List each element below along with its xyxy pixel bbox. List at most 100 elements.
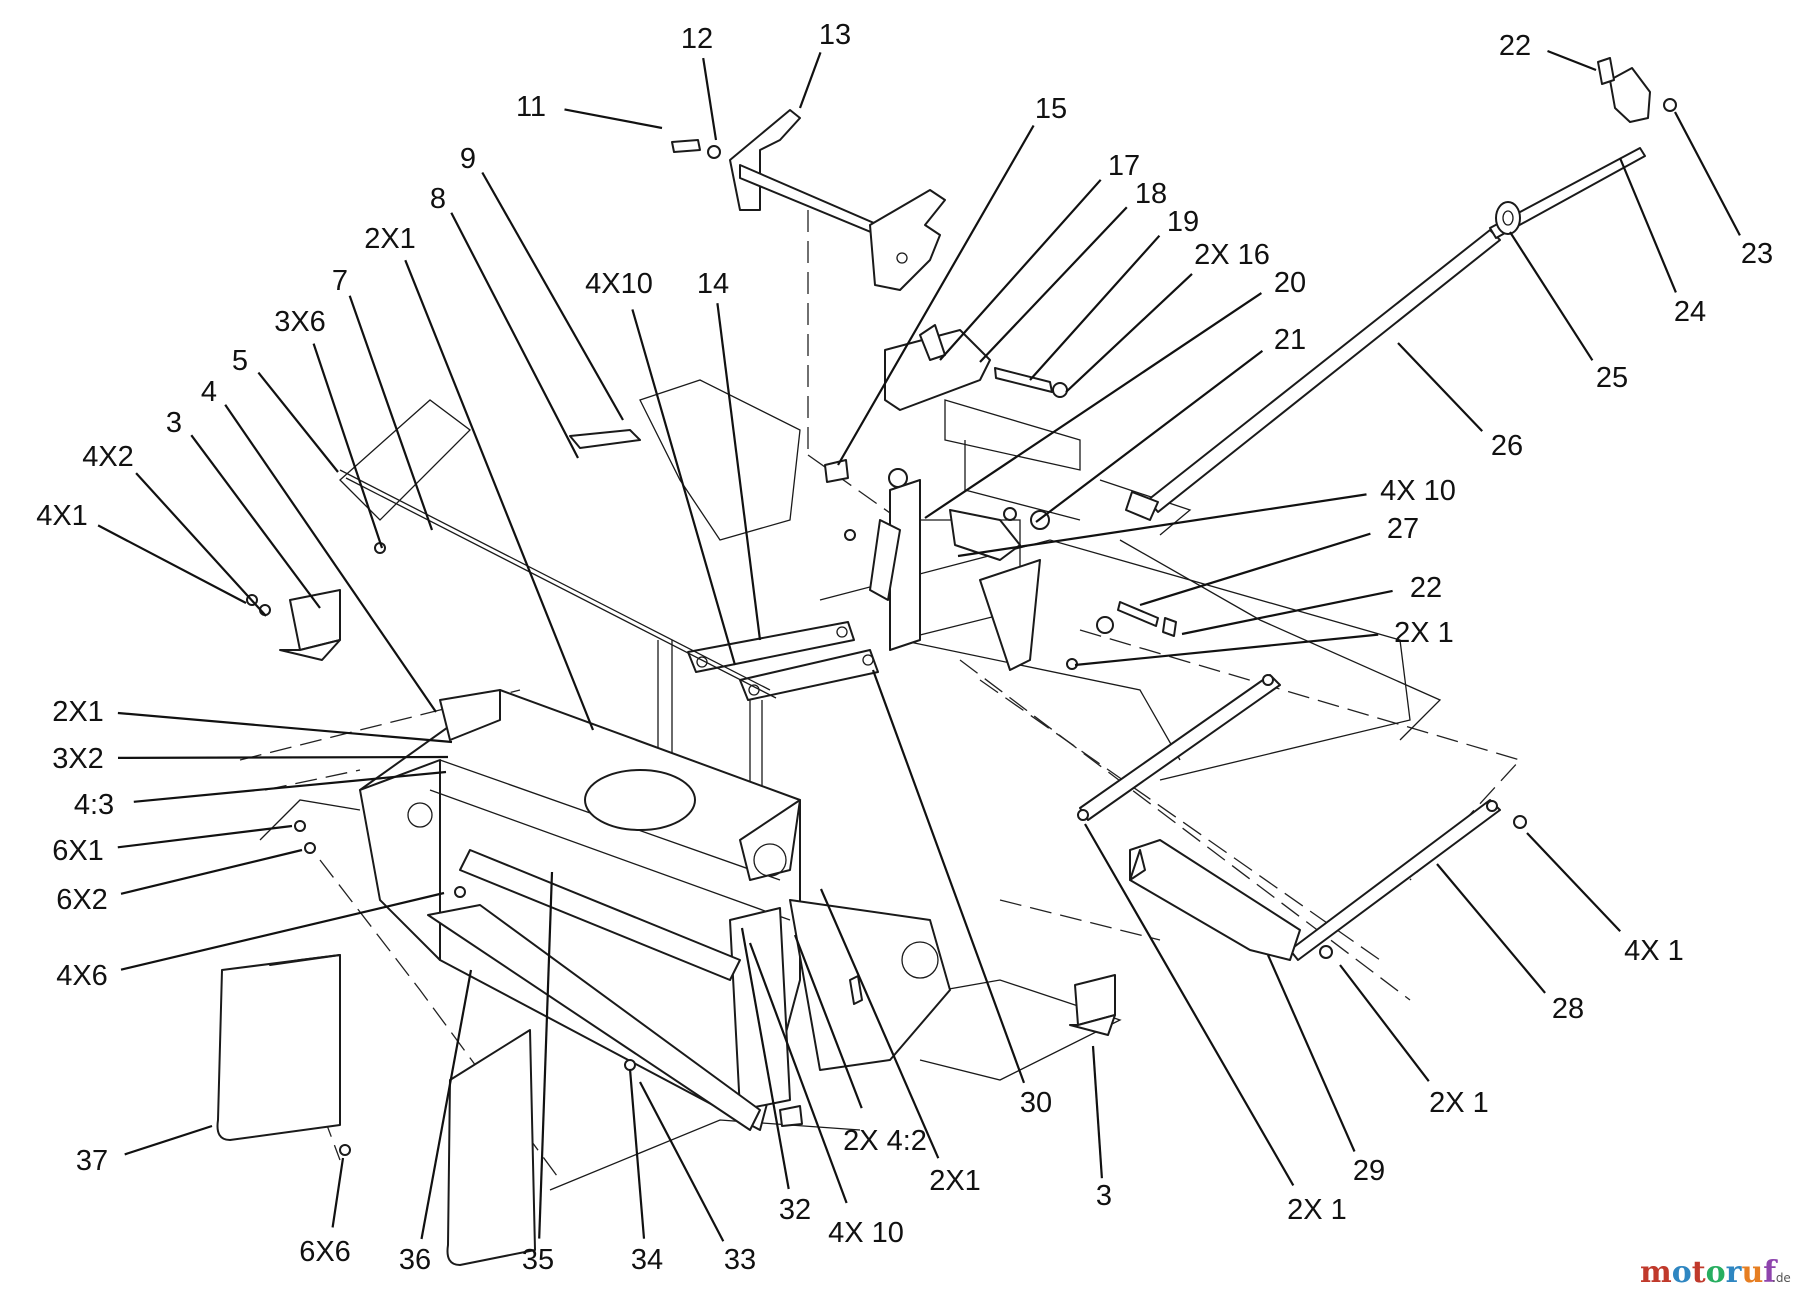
part-callout-label: 36 (399, 1244, 431, 1276)
leader-line (748, 942, 848, 1204)
leader-line (837, 124, 1035, 466)
part-callout-label: 34 (631, 1244, 663, 1276)
part-callout-label: 21 (1274, 324, 1306, 356)
leader-line (1091, 1045, 1103, 1179)
part-callout-label: 4X2 (82, 441, 134, 473)
part-callout-label: 4X 10 (828, 1217, 904, 1249)
part-callout-label: 25 (1596, 362, 1628, 394)
part-callout-label: 4X 10 (1380, 475, 1456, 507)
part-callout-label: 8 (430, 183, 446, 215)
part-callout-label: 15 (1035, 93, 1067, 125)
part-callout-label: 5 (232, 345, 248, 377)
leader-line (117, 755, 449, 760)
part-callout-label: 17 (1108, 150, 1140, 182)
leader-line (133, 770, 447, 803)
leader-line (1181, 589, 1393, 636)
part-callout-label: 26 (1491, 430, 1523, 462)
leader-line (819, 888, 940, 1159)
watermark-logo: motoruf .de (1640, 1255, 1791, 1290)
leader-line (120, 891, 445, 971)
part-callout-label: 2X 16 (1194, 239, 1270, 271)
part-callout-label: 35 (522, 1244, 554, 1276)
part-callout-label: 6X2 (56, 884, 108, 916)
part-callout-label: 2X1 (364, 223, 416, 255)
part-callout-label: 3 (1096, 1180, 1112, 1212)
part-callout-label: 27 (1387, 513, 1419, 545)
leader-line (1674, 111, 1741, 236)
part-callout-label: 14 (697, 268, 729, 300)
logo-letter-t: t (1692, 1255, 1706, 1290)
skid-shoes (216, 589, 1116, 1266)
part-callout-label: 2X 4:2 (843, 1125, 927, 1157)
part-callout-label: 13 (819, 19, 851, 51)
part-callout-label: 2X1 (52, 696, 104, 728)
leader-line (135, 472, 267, 617)
leader-line (117, 824, 293, 849)
leader-line (1547, 49, 1597, 72)
leader-line (1084, 823, 1295, 1186)
part-callout-label: 28 (1552, 993, 1584, 1025)
leader-line (957, 493, 1367, 558)
leader-line (538, 871, 554, 1239)
part-callout-label: 6X1 (52, 835, 104, 867)
leader-line (1618, 157, 1677, 293)
leader-line (1526, 832, 1621, 933)
leader-line (97, 524, 247, 604)
part-callout-label: 4X6 (56, 960, 108, 992)
leader-line (793, 934, 863, 1109)
leader-line (979, 206, 1128, 363)
leader-line (257, 371, 339, 473)
leader-line (702, 57, 718, 141)
leader-line (1074, 633, 1379, 667)
leader-line (481, 171, 624, 421)
leader-line (124, 1124, 213, 1156)
part-callout-label: 20 (1274, 267, 1306, 299)
leader-line (740, 927, 790, 1190)
leader-line (1065, 273, 1193, 393)
leader-line (117, 711, 453, 744)
part-callout-label: 37 (76, 1145, 108, 1177)
part-callout-label: 2X 1 (1429, 1087, 1489, 1119)
leader-line (798, 52, 822, 109)
leader-line (871, 669, 1026, 1084)
part-callout-label: 6X6 (299, 1236, 351, 1268)
leader-line (1339, 964, 1430, 1082)
leader-line (450, 212, 579, 459)
part-callout-label: 18 (1135, 178, 1167, 210)
logo-letter-o2: o (1706, 1255, 1726, 1290)
leader-line (639, 1081, 725, 1242)
part-callout-label: 2X 1 (1287, 1194, 1347, 1226)
leader-line (716, 303, 762, 641)
logo-letter-f: f (1763, 1255, 1778, 1290)
part-callout-label: 30 (1020, 1087, 1052, 1119)
part-callout-label: 2X 1 (1394, 617, 1454, 649)
leader-line (1029, 234, 1161, 381)
part-callout-label: 7 (332, 265, 348, 297)
part-callout-label: 24 (1674, 296, 1706, 328)
leader-line (1139, 532, 1371, 607)
guide-rod (339, 429, 777, 699)
leader-line (120, 848, 303, 895)
logo-letter-o1: o (1672, 1255, 1692, 1290)
part-callout-label: 23 (1741, 238, 1773, 270)
leader-line (224, 404, 437, 713)
part-callout-label: 9 (460, 143, 476, 175)
leader-line (1397, 342, 1483, 432)
leader-line (1266, 954, 1356, 1152)
part-callout-label: 4 (201, 376, 217, 408)
part-callout-label: 11 (516, 91, 546, 123)
part-callout-label: 12 (681, 23, 713, 55)
leader-line (939, 179, 1102, 361)
part-callout-label: 4X 1 (1624, 935, 1684, 967)
part-callout-label: 19 (1167, 206, 1199, 238)
part-callout-label: 22 (1499, 30, 1531, 62)
leader-line (1436, 863, 1546, 994)
long-shaft (1125, 57, 1677, 521)
center-plates (657, 621, 879, 820)
part-callout-label: 3X2 (52, 743, 104, 775)
part-callout-label: 33 (724, 1244, 756, 1276)
part-callout-label: 4X1 (36, 500, 88, 532)
svg-text:motoruf: motoruf (1640, 1255, 1778, 1290)
